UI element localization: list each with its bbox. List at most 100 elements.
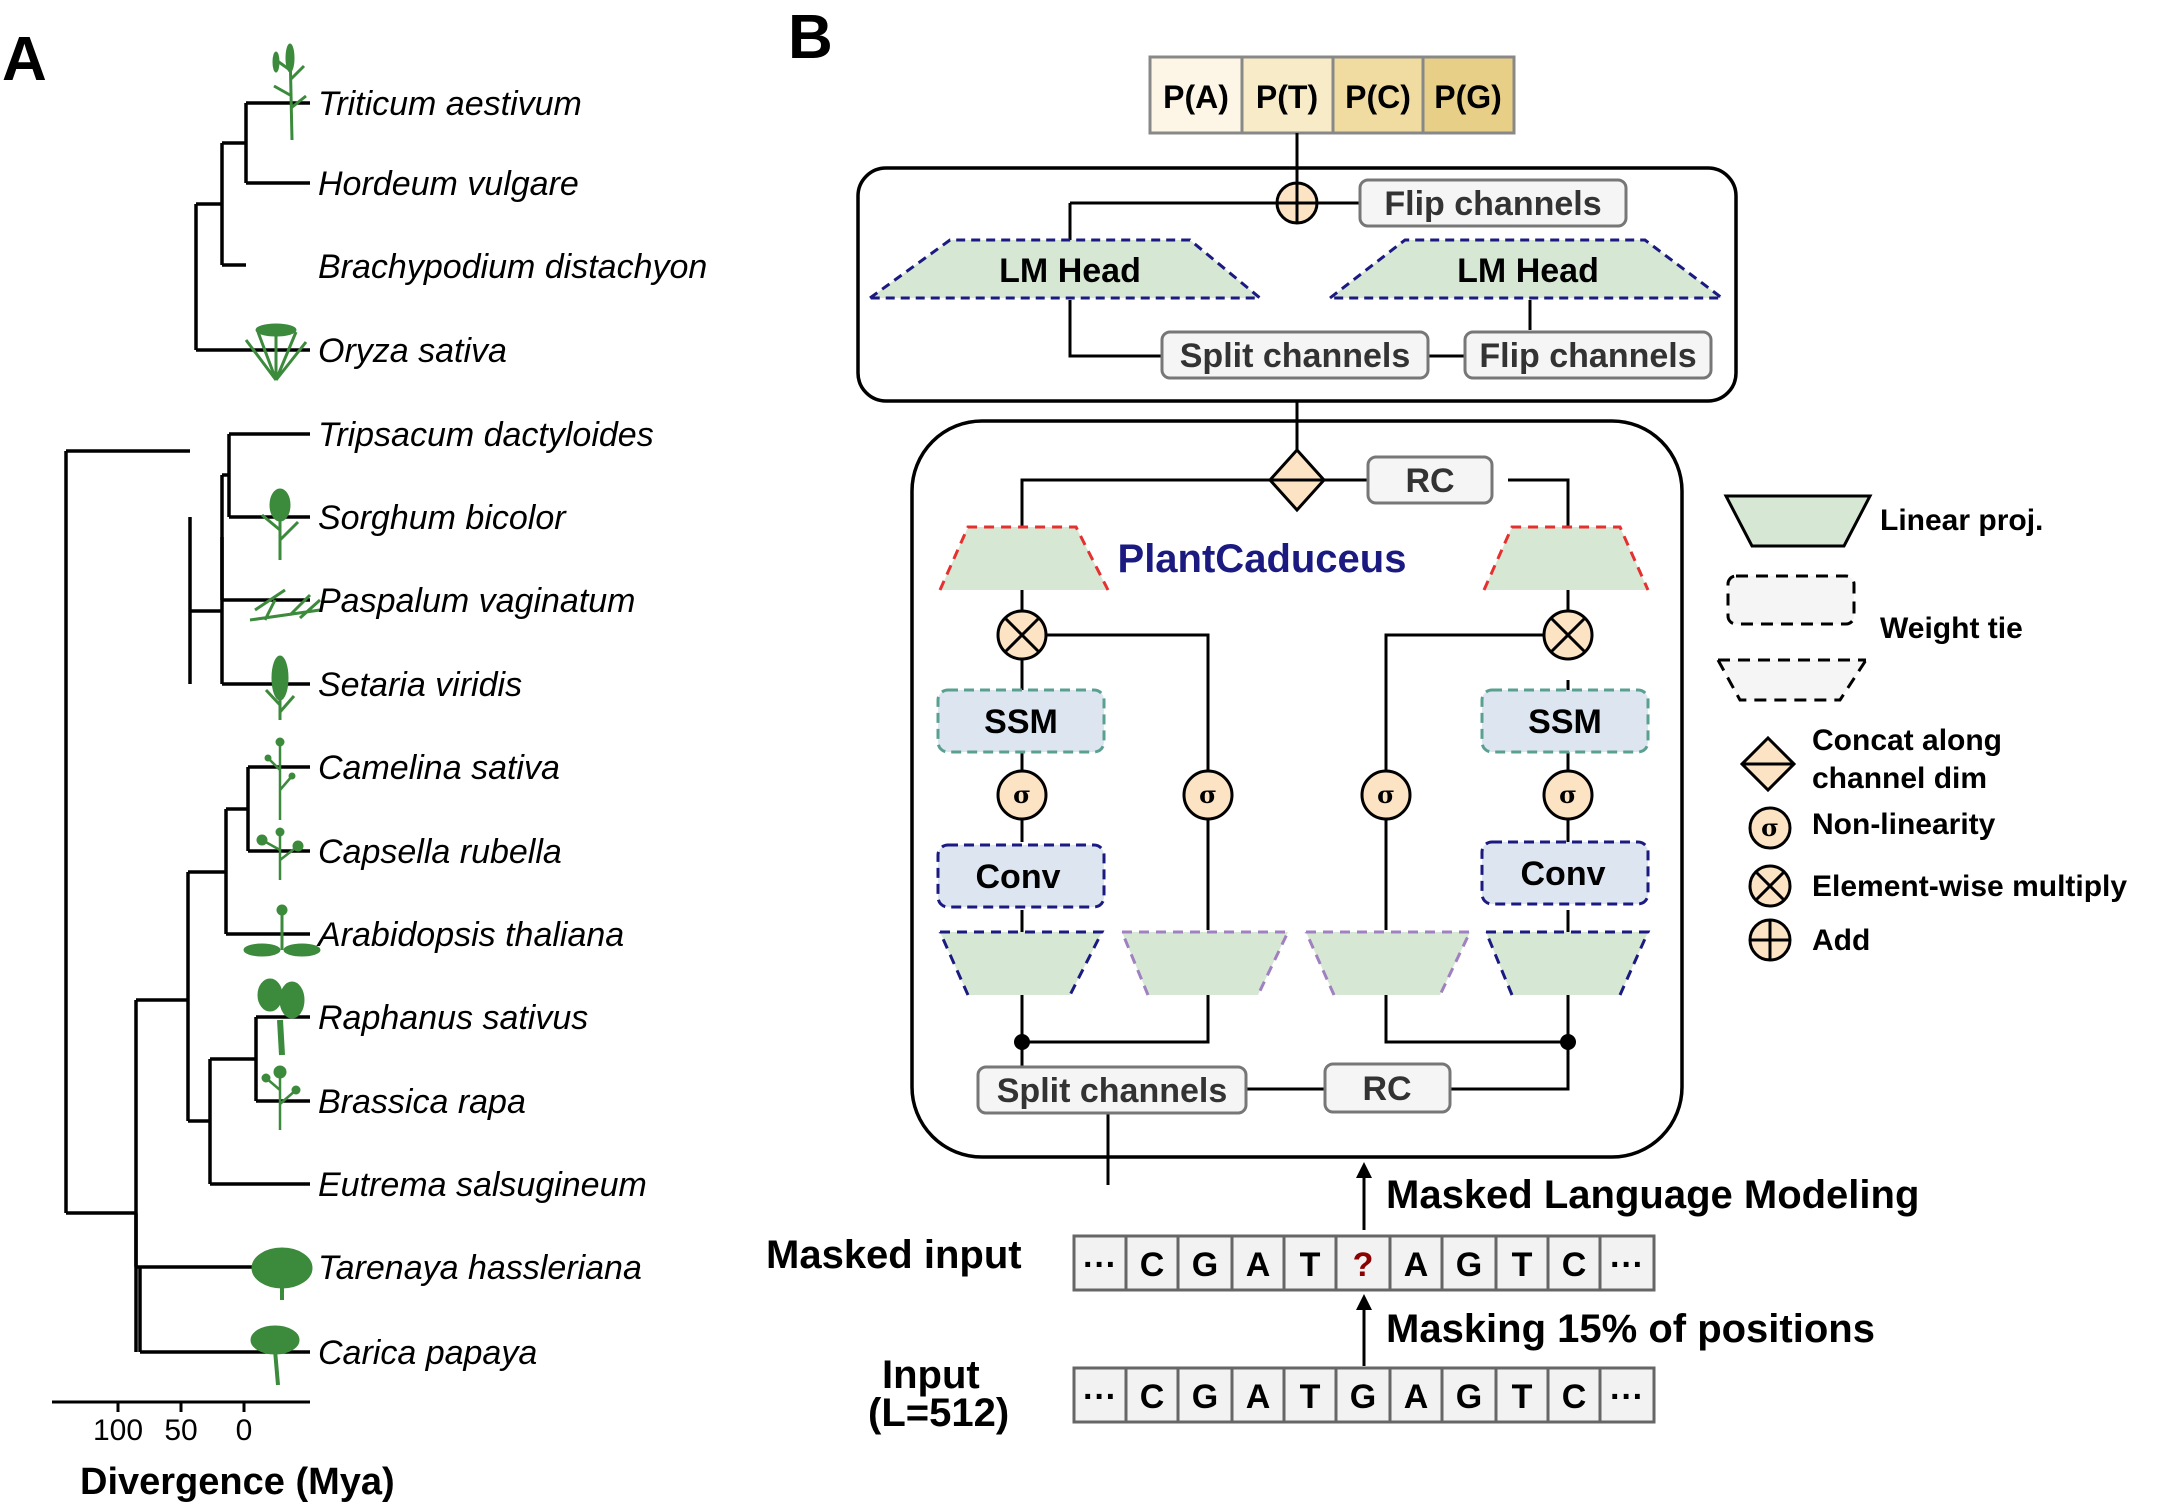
wheat-icon bbox=[272, 43, 307, 141]
phylogenetic-tree bbox=[64, 101, 310, 1354]
seq-token: T bbox=[1512, 1378, 1533, 1416]
species-label: Carica papaya bbox=[318, 1334, 537, 1372]
axis-tick-label: 0 bbox=[236, 1414, 253, 1447]
input-label-line2: (L=512) bbox=[868, 1391, 1009, 1435]
conv-left: Conv bbox=[976, 858, 1061, 896]
species-label: Camelina sativa bbox=[318, 749, 560, 787]
seq-token: ··· bbox=[1083, 1378, 1117, 1416]
setaria-icon bbox=[264, 655, 296, 720]
species-label: Capsella rubella bbox=[318, 833, 562, 871]
output-p-a: P(A) bbox=[1163, 79, 1229, 115]
flip-channels-top: Flip channels bbox=[1384, 185, 1601, 223]
weight-tie-box-icon bbox=[1726, 574, 1856, 626]
legend-concat-1: Concat along bbox=[1812, 724, 2002, 757]
legend-linear: Linear proj. bbox=[1880, 504, 2043, 537]
capsella-icon bbox=[256, 827, 304, 880]
species-label: Raphanus sativus bbox=[318, 999, 588, 1037]
rice-icon bbox=[244, 323, 308, 381]
species-label: Tarenaya hassleriana bbox=[318, 1249, 642, 1287]
arabidopsis-icon bbox=[243, 904, 321, 957]
seq-token: C bbox=[1562, 1246, 1587, 1284]
species-label: Paspalum vaginatum bbox=[318, 582, 636, 620]
species-label: Sorghum bicolor bbox=[318, 499, 567, 537]
seq-token: G bbox=[1192, 1246, 1218, 1284]
seq-token: T bbox=[1512, 1246, 1533, 1284]
output-p-g: P(G) bbox=[1434, 79, 1502, 115]
sorghum-icon bbox=[261, 488, 300, 560]
species-label: Arabidopsis thaliana bbox=[316, 916, 624, 954]
species-label: Brassica rapa bbox=[318, 1083, 526, 1121]
sigma-label: σ bbox=[1013, 780, 1031, 809]
plant-icons bbox=[243, 43, 322, 1386]
masked-input-label: Masked input bbox=[766, 1233, 1022, 1277]
sigma-label: σ bbox=[1199, 780, 1217, 809]
mlm-flow: Masked Language Modeling Masking 15% of … bbox=[766, 1162, 1919, 1435]
sigma-label: σ bbox=[1377, 780, 1395, 809]
seq-token: A bbox=[1404, 1246, 1429, 1284]
paspalum-icon bbox=[249, 588, 322, 622]
nonlinearity-icon bbox=[1542, 769, 1594, 821]
tarenaya-icon bbox=[251, 1247, 313, 1300]
ssm-right: SSM bbox=[1528, 703, 1602, 741]
seq-mask-token: ? bbox=[1353, 1246, 1374, 1284]
seq-token: ··· bbox=[1610, 1246, 1644, 1284]
nonlinearity-legend-icon bbox=[1748, 806, 1792, 850]
flip-channels-bottom: Flip channels bbox=[1479, 337, 1696, 375]
species-label: Tripsacum dactyloides bbox=[318, 416, 654, 454]
seq-token: T bbox=[1300, 1246, 1321, 1284]
nonlinearity-icon bbox=[1360, 769, 1412, 821]
output-p-t: P(T) bbox=[1256, 79, 1318, 115]
legend-mult: Element-wise multiply bbox=[1812, 870, 2127, 903]
conv-right: Conv bbox=[1521, 855, 1606, 893]
seq-token: G bbox=[1350, 1378, 1376, 1416]
seq-token: A bbox=[1246, 1378, 1271, 1416]
legend: Linear proj. Weight tie Concat along cha… bbox=[1716, 494, 2127, 962]
input-sequence: ··· C G A T G A G T C ··· bbox=[1072, 1366, 1656, 1424]
species-label: Hordeum vulgare bbox=[318, 165, 579, 203]
lm-head-module: Flip channels LM Head LM Head Split chan… bbox=[856, 133, 1738, 403]
legend-concat-2: channel dim bbox=[1812, 762, 1987, 795]
output-probabilities: P(A) P(T) P(C) P(G) bbox=[1148, 55, 1516, 135]
panel-b-label: B bbox=[788, 3, 833, 72]
plantcaduceus-title: PlantCaduceus bbox=[1118, 537, 1407, 581]
legend-add: Add bbox=[1812, 924, 1870, 957]
sigma-label: σ bbox=[1559, 780, 1577, 809]
species-labels: Triticum aestivum Hordeum vulgare Brachy… bbox=[316, 85, 707, 1372]
nonlinearity-icon bbox=[996, 769, 1048, 821]
seq-token: C bbox=[1140, 1378, 1165, 1416]
masked-sequence: ··· C G A T ? A G T C ··· bbox=[1072, 1234, 1656, 1292]
panel-a-label: A bbox=[2, 25, 47, 94]
output-p-c: P(C) bbox=[1345, 79, 1411, 115]
masking-label: Masking 15% of positions bbox=[1386, 1307, 1875, 1351]
sigma-label: σ bbox=[1761, 813, 1779, 842]
papaya-icon bbox=[250, 1325, 300, 1386]
seq-token: A bbox=[1404, 1378, 1429, 1416]
mlm-label: Masked Language Modeling bbox=[1386, 1173, 1919, 1217]
raphanus-icon bbox=[257, 978, 305, 1056]
split-channels-body: Split channels bbox=[997, 1072, 1228, 1110]
legend-nonlin: Non-linearity bbox=[1812, 808, 1996, 841]
lm-head-right: LM Head bbox=[1457, 252, 1599, 290]
rc-bottom: RC bbox=[1362, 1070, 1411, 1108]
species-label: Brachypodium distachyon bbox=[318, 248, 707, 286]
seq-token: ··· bbox=[1610, 1378, 1644, 1416]
weight-tie-trapezoid-icon bbox=[1716, 659, 1868, 702]
seq-token: ··· bbox=[1083, 1246, 1117, 1284]
ssm-left: SSM bbox=[984, 703, 1058, 741]
seq-token: G bbox=[1456, 1246, 1482, 1284]
legend-weight-tie: Weight tie bbox=[1880, 612, 2023, 645]
linear-proj-icon bbox=[1723, 494, 1873, 548]
species-label: Triticum aestivum bbox=[318, 85, 582, 123]
seq-token: A bbox=[1246, 1246, 1271, 1284]
seq-token: C bbox=[1562, 1378, 1587, 1416]
rc-top: RC bbox=[1405, 462, 1454, 500]
camelina-icon bbox=[264, 737, 296, 820]
seq-token: G bbox=[1192, 1378, 1218, 1416]
seq-token: C bbox=[1140, 1246, 1165, 1284]
species-label: Eutrema salsugineum bbox=[318, 1166, 647, 1204]
brassica-icon bbox=[261, 1065, 301, 1130]
lm-head-left: LM Head bbox=[999, 252, 1141, 290]
split-channels-head: Split channels bbox=[1180, 337, 1411, 375]
axis-tick-label: 50 bbox=[164, 1414, 197, 1447]
